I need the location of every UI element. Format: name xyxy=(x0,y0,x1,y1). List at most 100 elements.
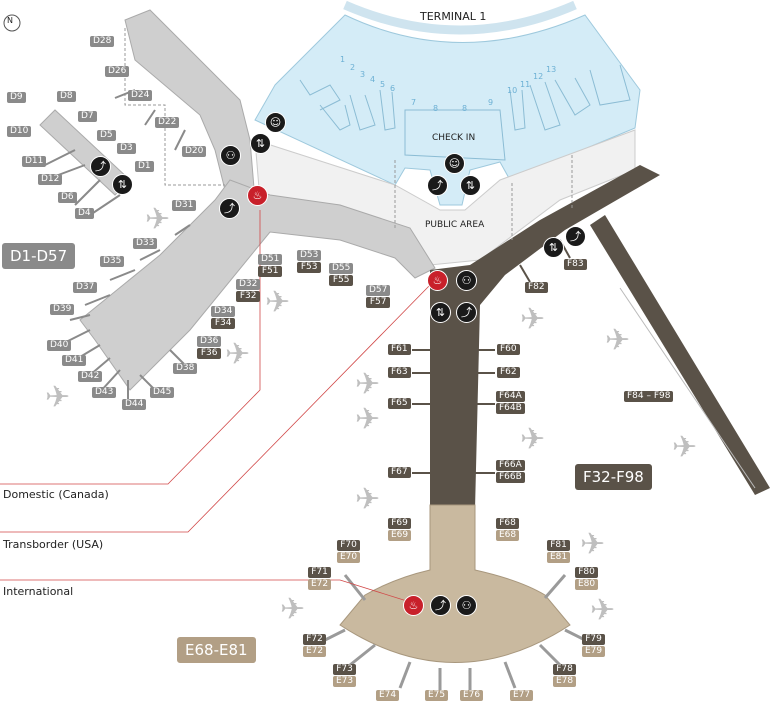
gate-label: D31 xyxy=(172,200,197,211)
gate-pair-73: F73 E73 xyxy=(333,664,357,688)
gate-label: F67 xyxy=(388,467,411,478)
gate-label: F62 xyxy=(497,367,520,378)
gate-label: D43 xyxy=(92,387,117,398)
check-in-label: CHECK IN xyxy=(432,133,476,143)
elevator-icon[interactable]: ⇅ xyxy=(430,302,451,323)
airplane-icon: ✈ xyxy=(355,367,381,402)
gate-label: D38 xyxy=(173,363,198,374)
gate-label: F73 xyxy=(333,664,357,675)
gate-label: F55 xyxy=(329,275,354,286)
gate-label: E79 xyxy=(582,646,606,657)
checkin-counter: 10 xyxy=(507,86,518,95)
gate-pair-80: F80 E80 xyxy=(575,567,599,591)
gate-label: E75 xyxy=(425,690,449,701)
escalator-icon[interactable]: ⤴ xyxy=(219,198,240,219)
elevator-icon[interactable]: ⇅ xyxy=(112,174,133,195)
checkin-counter: 5 xyxy=(380,80,386,89)
gate-label: F81 xyxy=(547,540,571,551)
gate-label: D32 xyxy=(236,279,261,290)
gate-label: D11 xyxy=(22,156,47,167)
gate-label: F64B xyxy=(496,403,525,414)
airplane-icon: ✈ xyxy=(672,430,698,465)
airplane-icon: ✈ xyxy=(520,302,546,337)
gate-label: D37 xyxy=(73,282,98,293)
escalator-icon[interactable]: ⤴ xyxy=(90,156,111,177)
escalator-icon[interactable]: ⤴ xyxy=(565,226,586,247)
gate-label: D55 xyxy=(329,263,354,274)
domestic-pier-southwest xyxy=(79,179,436,391)
elevator-icon[interactable]: ⇅ xyxy=(460,175,481,196)
gate-label: F83 xyxy=(564,259,587,270)
gate-label: E73 xyxy=(333,676,357,687)
gate-pair-72: F72 E72 xyxy=(303,634,327,658)
gate-label: E80 xyxy=(575,579,599,590)
public-area-label: PUBLIC AREA xyxy=(425,220,485,230)
north-indicator: N xyxy=(7,16,13,25)
airplane-icon: ✈ xyxy=(225,337,251,372)
lounge-icon[interactable]: ♨ xyxy=(247,185,268,206)
gate-label: D5 xyxy=(97,130,116,141)
gate-label: F66A xyxy=(496,460,525,471)
gate-label: F69 xyxy=(388,518,412,529)
gate-pair-71: F71 E72 xyxy=(308,567,332,591)
gate-pair-81: F81 E81 xyxy=(547,540,571,564)
family-icon[interactable]: ☺ xyxy=(265,112,286,133)
gate-label: D8 xyxy=(57,91,76,102)
lounge-icon[interactable]: ♨ xyxy=(403,595,424,616)
gate-label: F65 xyxy=(388,398,411,409)
transborder-corridor xyxy=(430,165,660,510)
legend-domestic: Domestic (Canada) xyxy=(3,488,109,501)
transborder-arm-f84 xyxy=(590,215,770,495)
gate-label: F70 xyxy=(337,540,361,551)
gate-label: E81 xyxy=(547,552,571,563)
gate-label: D3 xyxy=(117,143,136,154)
gate-label: D57 xyxy=(366,285,391,296)
gate-pair-79: F79 E79 xyxy=(582,634,606,658)
elevator-icon[interactable]: ⇅ xyxy=(543,237,564,258)
gate-label: F57 xyxy=(366,297,391,308)
gate-label: F61 xyxy=(388,344,411,355)
gate-pair-55: D55 F55 xyxy=(329,263,354,287)
escalator-icon[interactable]: ⤴ xyxy=(427,175,448,196)
airplane-icon: ✈ xyxy=(355,402,381,437)
legend-transborder: Transborder (USA) xyxy=(3,538,104,551)
restroom-icon[interactable]: ⚇ xyxy=(220,145,241,166)
gate-label: F51 xyxy=(258,266,283,277)
escalator-icon[interactable]: ⤴ xyxy=(456,302,477,323)
gate-pair-57: D57 F57 xyxy=(366,285,391,309)
restroom-icon[interactable]: ⚇ xyxy=(456,270,477,291)
gate-label: D39 xyxy=(50,304,75,315)
gate-label: F63 xyxy=(388,367,411,378)
restroom-icon[interactable]: ⚇ xyxy=(456,595,477,616)
international-pier xyxy=(339,504,571,663)
domestic-pier-north xyxy=(124,9,256,211)
gate-label: F68 xyxy=(496,518,520,529)
lounge-icon[interactable]: ♨ xyxy=(427,270,448,291)
gate-label: D4 xyxy=(75,208,94,219)
family-icon[interactable]: ☺ xyxy=(444,153,465,174)
gate-label: F60 xyxy=(497,344,520,355)
gate-label: E74 xyxy=(376,690,400,701)
zone-label-international: E68-E81 xyxy=(177,637,256,663)
gate-pair-53: D53 F53 xyxy=(297,250,322,274)
gate-label: E68 xyxy=(496,530,520,541)
gate-label: D7 xyxy=(78,111,97,122)
gate-label: F36 xyxy=(197,348,222,359)
airplane-icon: ✈ xyxy=(280,592,306,627)
gate-label: D41 xyxy=(62,355,87,366)
gate-pair-36: D36 F36 xyxy=(197,336,222,360)
gate-label: F79 xyxy=(582,634,606,645)
elevator-icon[interactable]: ⇅ xyxy=(250,133,271,154)
gate-label: D36 xyxy=(197,336,222,347)
checkin-counter: 6 xyxy=(390,84,396,93)
airplane-icon: ✈ xyxy=(45,380,71,415)
gate-pair-68: F68 E68 xyxy=(496,518,520,542)
gate-pair-32: D32 F32 xyxy=(236,279,261,303)
gate-label: F80 xyxy=(575,567,599,578)
gate-label: D28 xyxy=(90,36,115,47)
terminal-title: TERMINAL 1 xyxy=(420,10,487,23)
gate-label: E72 xyxy=(308,579,332,590)
escalator-icon[interactable]: ⤴ xyxy=(430,595,451,616)
gate-pair-51: D51 F51 xyxy=(258,254,283,278)
gate-label: D44 xyxy=(122,399,147,410)
